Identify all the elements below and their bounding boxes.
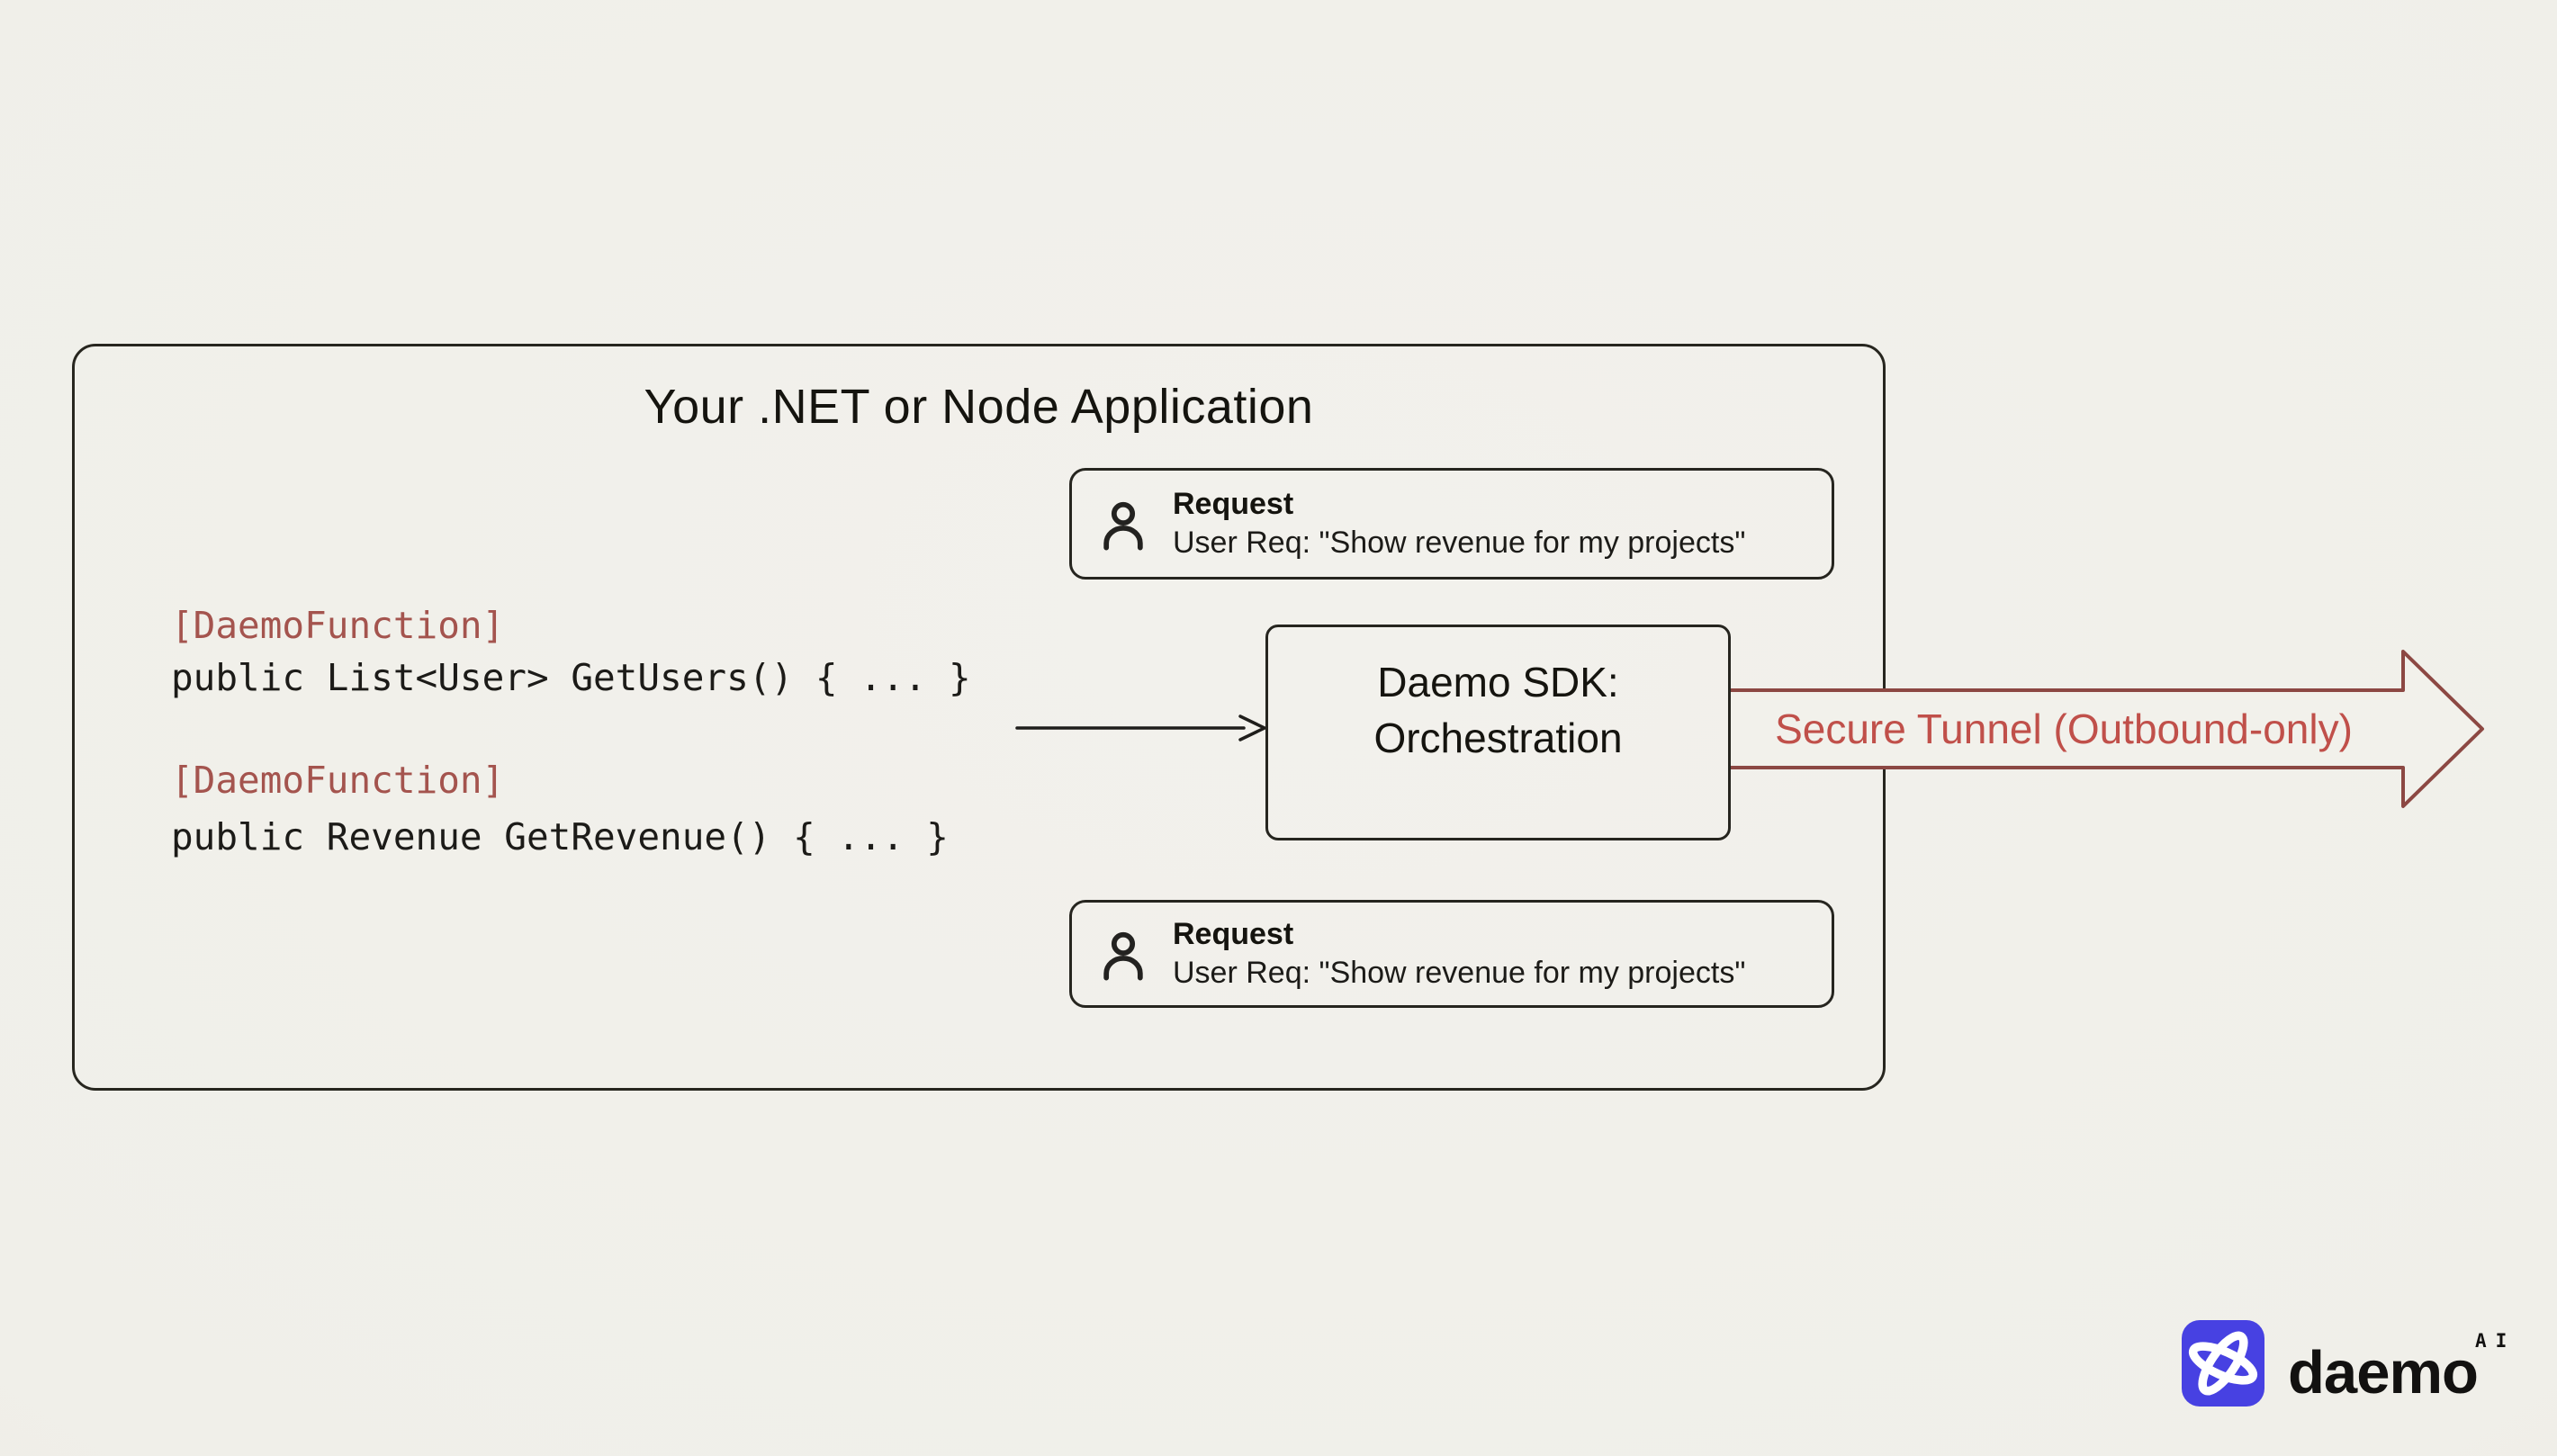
logo-superscript: AI [2475,1330,2516,1352]
code-to-sdk-arrow [1015,715,1269,741]
request-body: User Req: "Show revenue for my projects" [1173,956,1746,990]
code-attribute-line: [DaemoFunction] [171,759,505,802]
code-attribute-line: [DaemoFunction] [171,604,505,647]
request-text-group: Request User Req: "Show revenue for my p… [1173,485,1745,562]
logo-wordmark: daemo [2288,1339,2479,1407]
code-method-line: public Revenue GetRevenue() { ... } [171,815,949,858]
tunnel-label: Secure Tunnel (Outbound-only) [1775,706,2353,752]
daemo-logo-icon [2182,1320,2264,1407]
request-box-bottom: Request User Req: "Show revenue for my p… [1069,900,1834,1008]
request-text-group: Request User Req: "Show revenue for my p… [1173,915,1745,993]
request-box-top: Request User Req: "Show revenue for my p… [1069,468,1834,580]
logo-orbit-1 [2188,1342,2258,1385]
sdk-box-line2: Orchestration [1373,715,1623,761]
user-icon [1103,931,1143,981]
request-body: User Req: "Show revenue for my projects" [1173,526,1746,560]
app-title: Your .NET or Node Application [644,380,1314,434]
user-icon [1103,501,1143,551]
sdk-box: Daemo SDK: Orchestration [1265,625,1731,840]
request-title: Request [1173,917,1294,951]
request-title: Request [1173,487,1294,521]
code-method-line: public List<User> GetUsers() { ... } [171,656,971,699]
logo-orbit-2 [2198,1331,2248,1396]
secure-tunnel-arrow [1728,650,2484,808]
tunnel-arrow-shape [1728,650,2484,808]
sdk-box-line1: Daemo SDK: [1377,659,1619,706]
logo-tile [2182,1320,2264,1407]
